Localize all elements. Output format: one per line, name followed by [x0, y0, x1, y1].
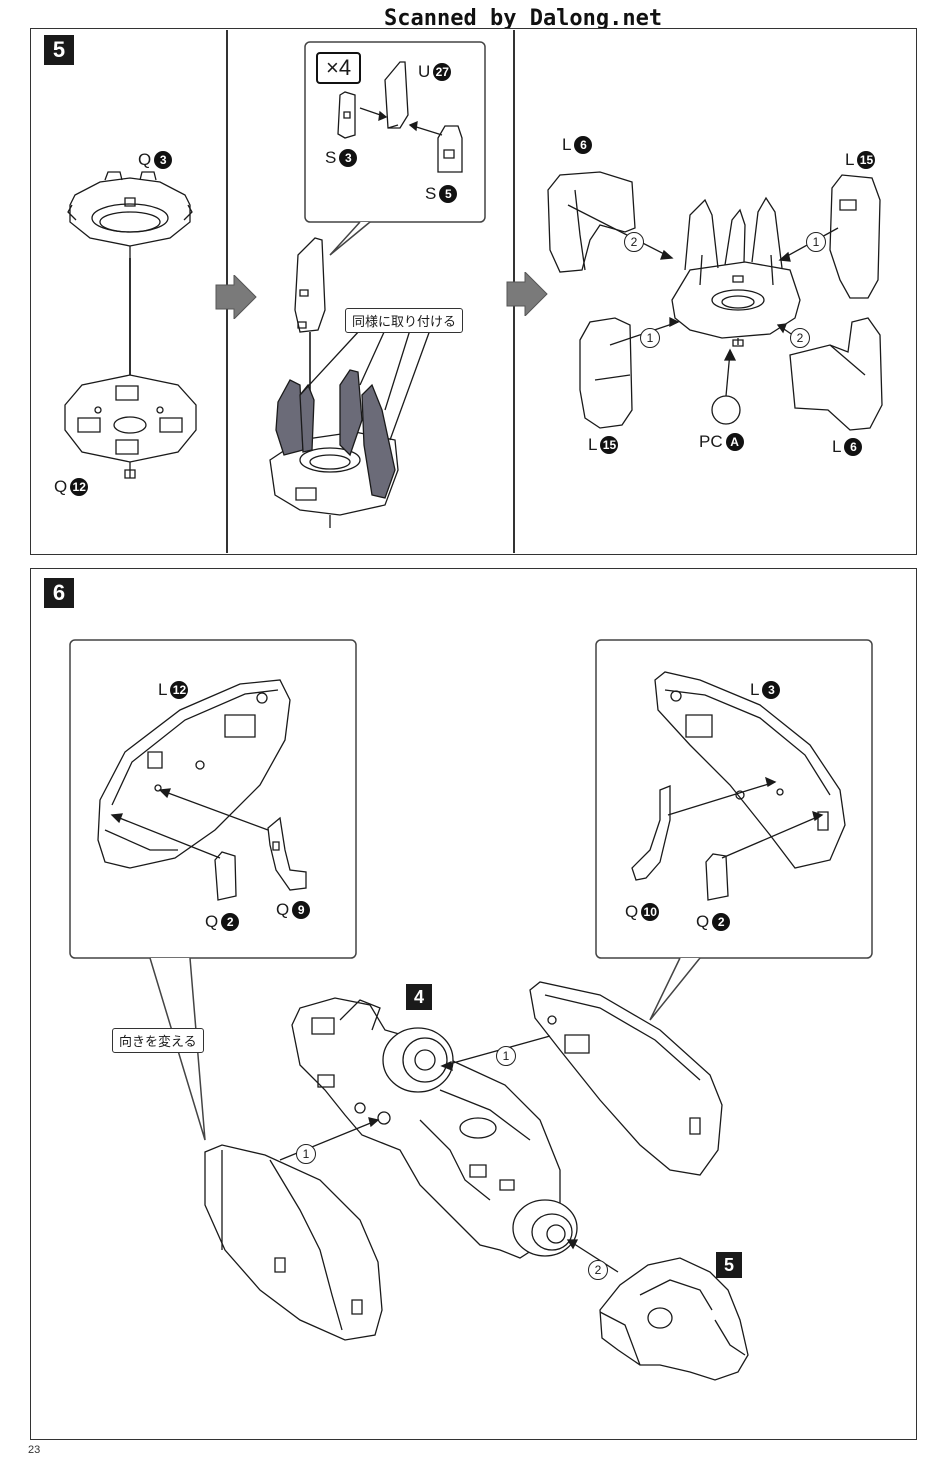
change-orientation-note: 向きを変える: [112, 1028, 204, 1053]
order-mark: 1: [296, 1144, 316, 1164]
attach-same-note: 同様に取り付ける: [345, 308, 464, 333]
multiplier-badge: ×4: [316, 52, 362, 84]
q3-ring-part: [68, 172, 192, 258]
sub-badge-4: 4: [406, 984, 432, 1010]
page-number: 23: [28, 1444, 41, 1456]
q12-base-part: [65, 375, 196, 478]
watermark: Scanned by Dalong.net: [384, 6, 663, 31]
order-mark: 1: [640, 328, 660, 348]
order-mark: 1: [806, 232, 826, 252]
step5-arrow-right-1: [215, 275, 257, 319]
step5-arrow-right-2: [506, 272, 548, 316]
order-mark: 2: [588, 1260, 608, 1280]
order-mark: 1: [496, 1046, 516, 1066]
main-hull: [292, 998, 577, 1258]
step6-badge: 6: [44, 578, 74, 608]
order-mark: 2: [790, 328, 810, 348]
core-assembly: [672, 198, 800, 346]
sub-badge-5: 5: [716, 1252, 742, 1278]
step5-badge: 5: [44, 35, 74, 65]
order-mark: 2: [624, 232, 644, 252]
